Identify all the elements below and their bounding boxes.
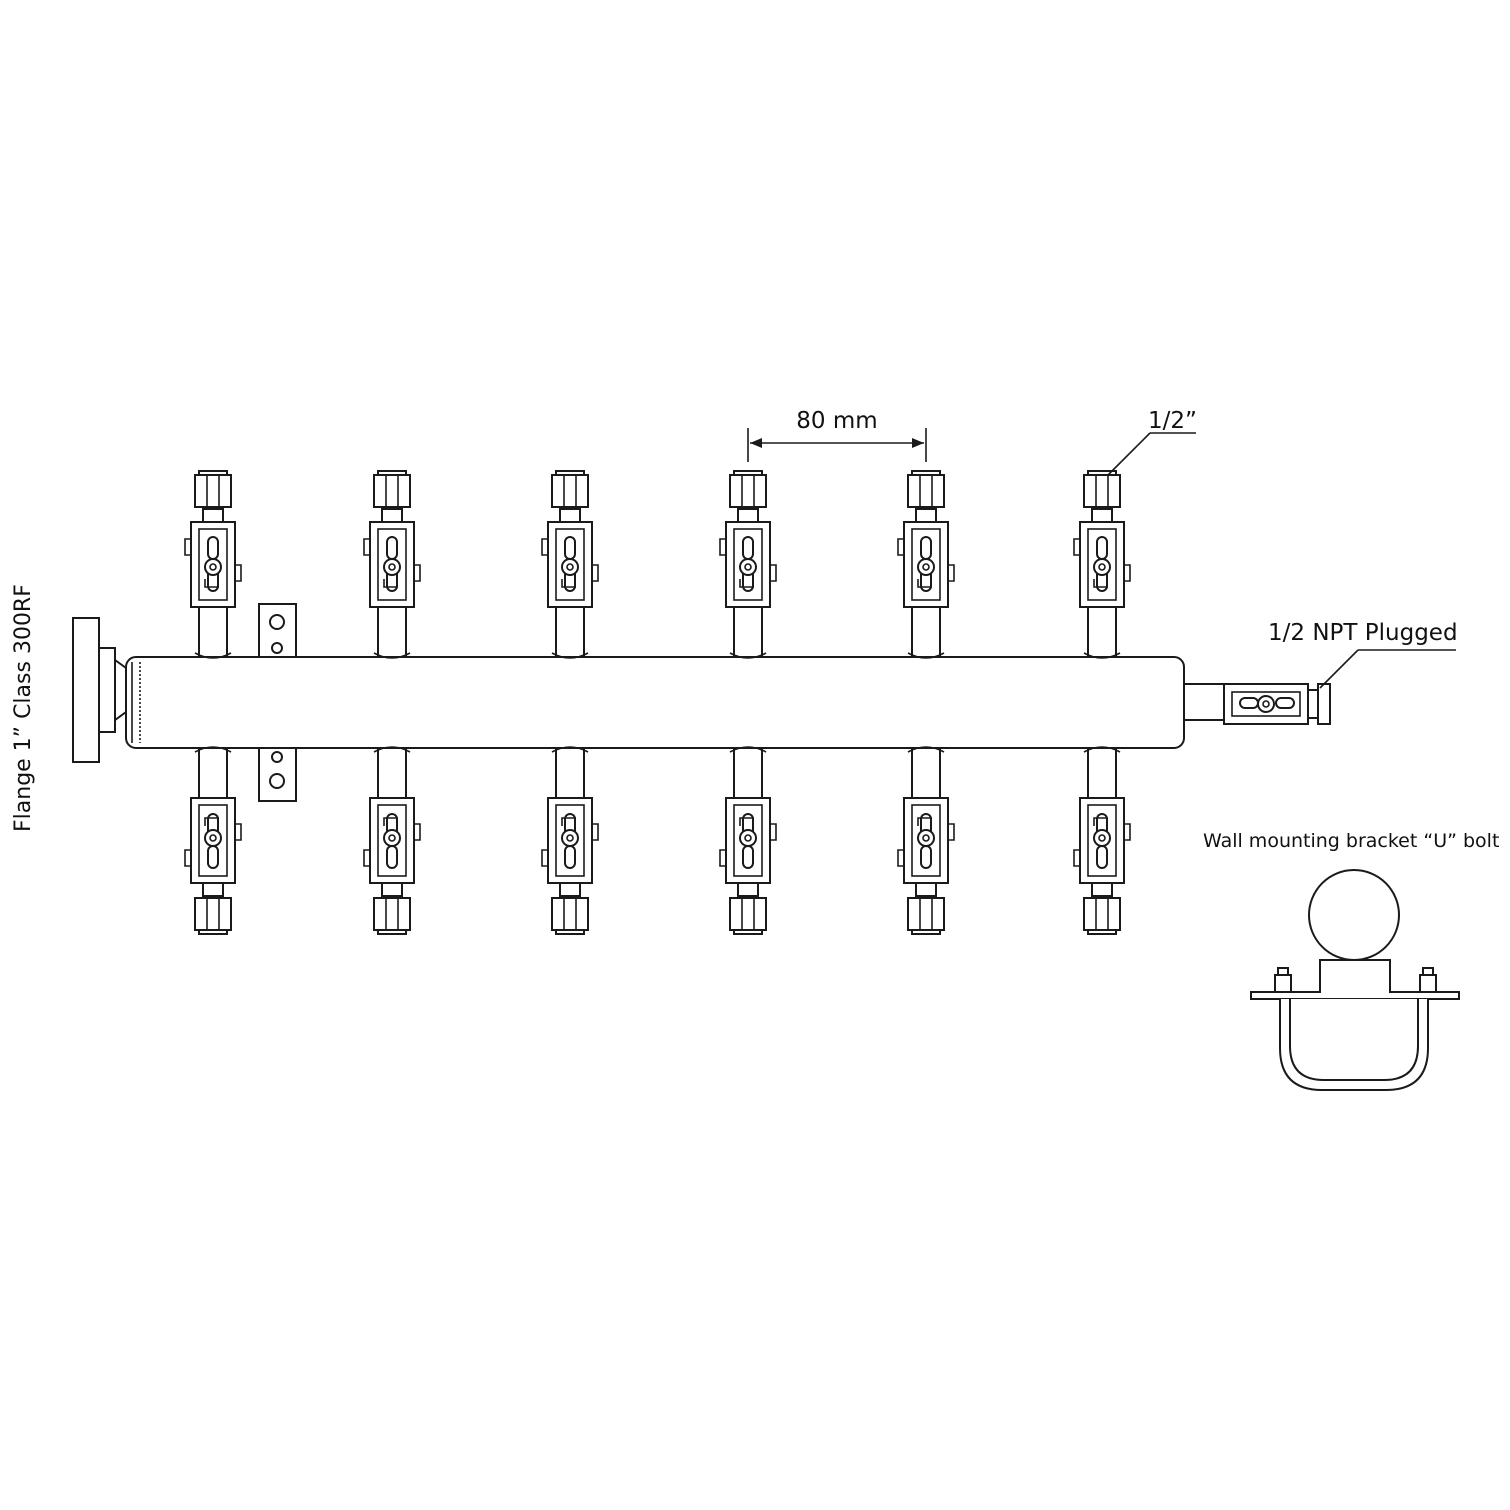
outlet-size-leader <box>1107 432 1196 476</box>
mounting-bracket-top <box>258 603 297 658</box>
valve-bottom-3 <box>541 746 599 935</box>
valve-top-2 <box>363 470 421 659</box>
plug-label: 1/2 NPT Plugged <box>1268 620 1458 646</box>
u-bolt-detail <box>1250 869 1460 1091</box>
spacing-label: 80 mm <box>796 408 877 434</box>
valve-top-3 <box>541 470 599 659</box>
valve-bottom-6 <box>1073 746 1131 935</box>
end-plug-valve <box>1183 683 1331 725</box>
valve-bottom-2 <box>363 746 421 935</box>
flange-label: Flange 1” Class 300RF <box>11 584 36 832</box>
valve-bottom-1 <box>184 746 242 935</box>
valve-top-6 <box>1073 470 1131 659</box>
flange <box>72 617 127 763</box>
outlet-size-label: 1/2” <box>1148 408 1197 434</box>
valve-top-5 <box>897 470 955 659</box>
bracket-label: Wall mounting bracket “U” bolt <box>1203 830 1499 852</box>
dimension-spacing <box>747 428 927 462</box>
mounting-bracket-bottom <box>258 747 297 802</box>
valve-bottom-5 <box>897 746 955 935</box>
plug-leader <box>1319 649 1456 689</box>
header-pipe <box>125 656 1185 749</box>
valve-top-4 <box>719 470 777 659</box>
bottom-valves <box>184 746 1131 935</box>
valve-top-1 <box>184 470 242 659</box>
valve-bottom-4 <box>719 746 777 935</box>
top-valves <box>184 470 1131 659</box>
